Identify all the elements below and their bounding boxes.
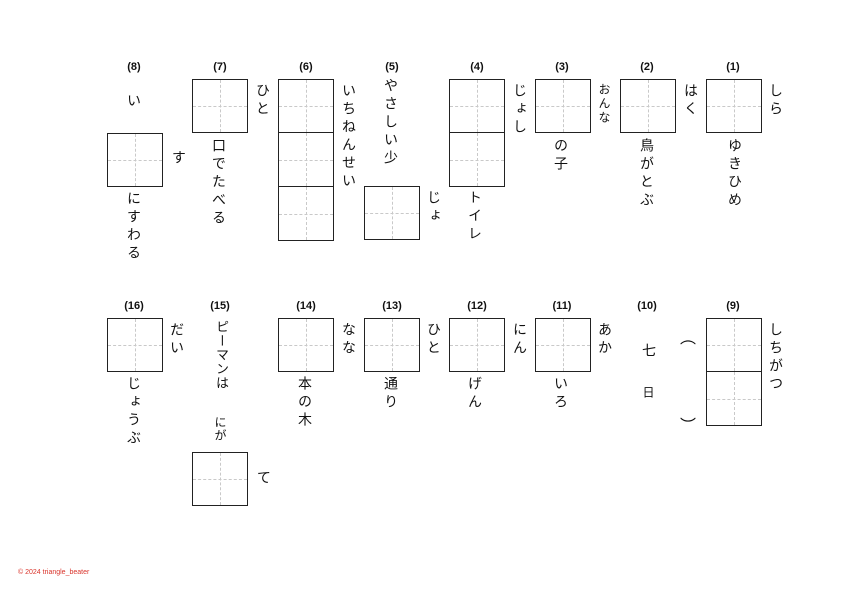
reading-hint-9: しちがつ [767, 322, 783, 394]
sentence-10-top: 七 [640, 343, 656, 361]
sentence-7: 口でたべる [210, 138, 226, 228]
sentence-11: いろ [552, 376, 568, 412]
sentence-14: 本の木 [296, 376, 312, 430]
sentence-15-end: て [255, 470, 271, 488]
sentence-1: ゆきひめ [726, 138, 742, 210]
question-number-6: (6) [299, 61, 313, 73]
question-number-14: (14) [296, 300, 316, 312]
answer-box-3[interactable] [535, 79, 591, 133]
sentence-16: じょうぶ [125, 376, 141, 448]
answer-box-11[interactable] [535, 318, 591, 372]
answer-box-7[interactable] [192, 79, 248, 133]
question-number-12: (12) [467, 300, 487, 312]
reading-hint-14: なな [340, 322, 356, 358]
reading-hint-11: あか [596, 322, 612, 358]
reading-hint-1: しら [767, 83, 783, 119]
sentence-12: げん [466, 376, 482, 412]
sentence-5: やさしい少 [382, 78, 398, 168]
sentence-4: トイレ [466, 190, 482, 244]
reading-hint-16: だい [168, 322, 184, 358]
sentence-8-bottom: にすわる [125, 191, 141, 263]
answer-box-8[interactable] [107, 133, 163, 187]
answer-box-12[interactable] [449, 318, 505, 372]
open-parenthesis: ︵ [680, 328, 697, 347]
question-number-10: (10) [637, 300, 657, 312]
answer-box-6b[interactable] [278, 133, 334, 187]
sentence-8-top: い [125, 93, 141, 111]
reading-hint-8: す [170, 150, 186, 168]
question-number-2: (2) [640, 61, 654, 73]
question-number-3: (3) [555, 61, 569, 73]
answer-box-9b[interactable] [706, 372, 762, 426]
reading-hint-12: にん [511, 322, 527, 358]
answer-box-6a[interactable] [278, 79, 334, 133]
question-number-9: (9) [726, 300, 740, 312]
reading-hint-15: にが [213, 416, 227, 442]
question-number-8: (8) [127, 61, 141, 73]
copyright-notice: © 2024 triangle_beater [18, 569, 90, 576]
question-number-5: (5) [385, 61, 399, 73]
close-parenthesis: ︶ [680, 416, 697, 435]
reading-hint-3: おんな [597, 83, 611, 125]
answer-box-4a[interactable] [449, 79, 505, 133]
sentence-10-bottom: 日 [641, 386, 655, 402]
reading-hint-6: いちねんせい [340, 83, 356, 191]
sentence-3: の子 [552, 138, 568, 174]
question-number-7: (7) [213, 61, 227, 73]
answer-box-5[interactable] [364, 186, 420, 240]
answer-box-9a[interactable] [706, 318, 762, 372]
reading-hint-4: じょし [511, 83, 527, 137]
reading-hint-2: はく [682, 83, 698, 119]
answer-box-4b[interactable] [449, 133, 505, 187]
reading-hint-13: ひと [425, 322, 441, 358]
answer-box-14[interactable] [278, 318, 334, 372]
question-number-11: (11) [552, 300, 572, 312]
reading-hint-5: じょ [425, 190, 441, 226]
question-number-13: (13) [382, 300, 402, 312]
sentence-13: 通り [382, 376, 398, 412]
answer-box-2[interactable] [620, 79, 676, 133]
reading-hint-7: ひと [254, 83, 270, 119]
sentence-2: 鳥がとぶ [638, 138, 654, 210]
answer-box-1[interactable] [706, 79, 762, 133]
sentence-15-top: ピーマンは [213, 320, 228, 390]
answer-box-13[interactable] [364, 318, 420, 372]
question-number-15: (15) [210, 300, 230, 312]
question-number-16: (16) [124, 300, 144, 312]
answer-box-6c[interactable] [278, 187, 334, 241]
question-number-4: (4) [470, 61, 484, 73]
answer-box-15[interactable] [192, 452, 248, 506]
answer-box-16[interactable] [107, 318, 163, 372]
question-number-1: (1) [726, 61, 740, 73]
